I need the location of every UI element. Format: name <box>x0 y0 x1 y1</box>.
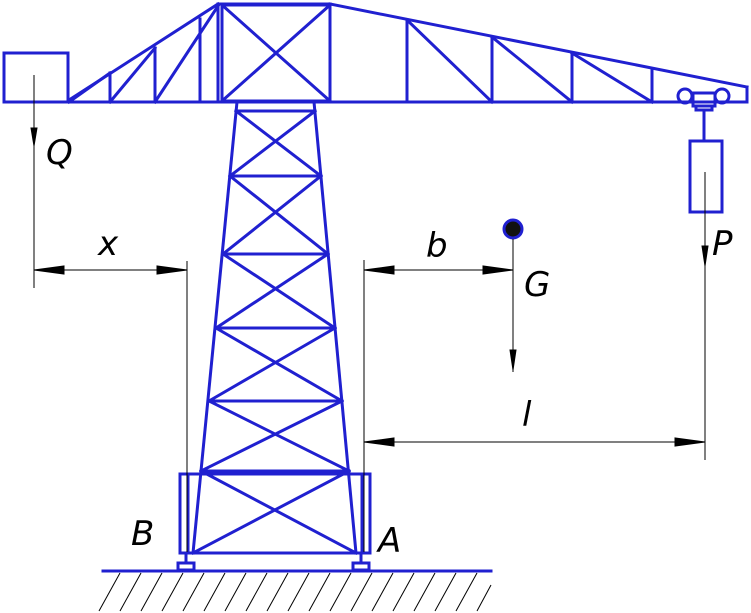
label-A: A <box>376 521 401 561</box>
tower <box>190 100 359 556</box>
label-x: x <box>97 224 119 264</box>
label-G: G <box>524 265 550 305</box>
load-weight <box>688 139 724 214</box>
trolley <box>676 87 731 214</box>
label-P: P <box>712 224 733 264</box>
dimension-lines <box>33 260 706 552</box>
label-Q: Q <box>46 133 73 173</box>
base-frame <box>178 472 372 555</box>
jib <box>2 1 749 105</box>
force-arrows <box>30 75 709 460</box>
ground <box>98 569 493 612</box>
label-b: b <box>426 226 448 266</box>
supports <box>176 551 371 572</box>
label-l: l <box>522 395 532 435</box>
center-of-gravity-marker <box>502 218 524 240</box>
label-B: B <box>131 514 154 554</box>
